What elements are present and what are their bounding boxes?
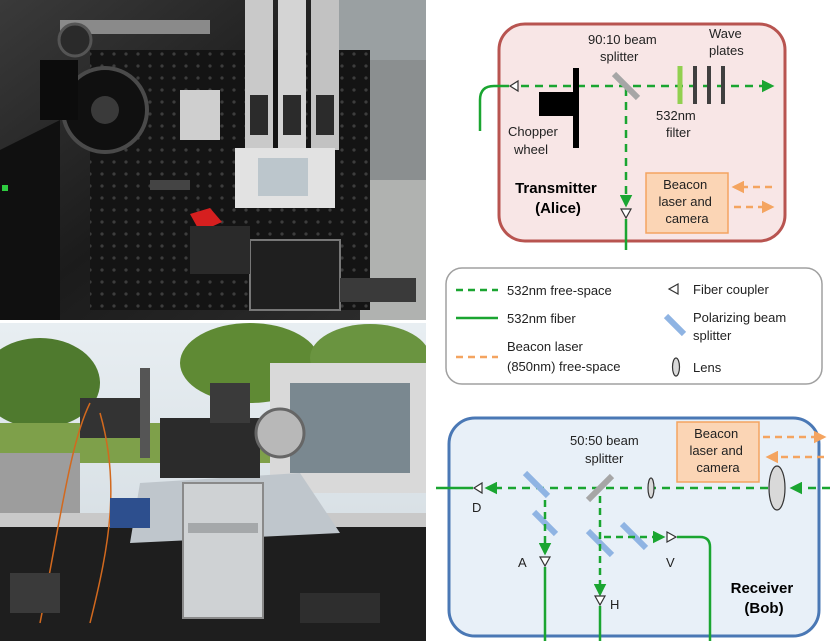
legend-lens-icon (671, 357, 681, 377)
port-v-label: V (666, 555, 675, 570)
legend-fiber-label: 532nm fiber (507, 311, 576, 326)
receiver-photo (0, 323, 426, 641)
coupler-d-icon (472, 481, 483, 495)
transmitter-splitter-label: 90:10 beam splitter (588, 32, 660, 64)
legend-lens-label: Lens (693, 360, 722, 375)
receiver-telescope-lens-icon (768, 465, 786, 511)
legend-coupler-label: Fiber coupler (693, 282, 770, 297)
legend-box (445, 267, 823, 385)
receiver-splitter-label: 50:50 beam splitter (570, 433, 642, 466)
transmitter-panel: 90:10 beam splitter Wave plates 532nm fi… (478, 22, 787, 250)
receiver-small-lens-icon (647, 477, 655, 499)
receiver-panel: 50:50 beam splitter Beacon laser and cam… (436, 416, 830, 641)
waveplates-label: Wave plates (709, 26, 745, 58)
transmitter-title: Transmitter (Alice) (515, 180, 601, 217)
receiver-photo-art (0, 323, 426, 641)
transmitter-beacon-label: Beacon laser and camera (658, 177, 715, 226)
tap-fiber-coupler-icon (619, 208, 633, 220)
fiber-coupler-icon (508, 79, 519, 93)
coupler-v-icon (666, 530, 678, 544)
pbs-3 (585, 528, 615, 558)
legend-beacon-label: Beacon laser (850nm) free-space (507, 339, 620, 374)
receiver-title: Receiver (Bob) (731, 580, 798, 617)
beam-splitter-50-50 (585, 473, 615, 503)
legend-free-space-label: 532nm free-space (507, 283, 612, 298)
chopper-label: Chopper wheel (508, 124, 562, 157)
chopper-wheel-blade (573, 68, 579, 148)
coupler-h-icon (593, 595, 607, 607)
port-d-label: D (472, 500, 481, 515)
transmitter-beacon-box (645, 172, 729, 234)
pbs-1 (522, 470, 551, 499)
transmitter-photo (0, 0, 426, 320)
fiber-v (677, 535, 712, 641)
receiver-beacon-label: Beacon laser and camera (689, 426, 746, 475)
legend-pbs-icon (663, 313, 687, 337)
legend: 532nm free-space 532nm fiber Beacon lase… (445, 267, 823, 385)
port-h-label: H (610, 597, 619, 612)
chopper-wheel-hub (539, 92, 573, 116)
receiver-beacon-box (676, 421, 760, 483)
port-a-label: A (518, 555, 527, 570)
filter-label: 532nm filter (656, 108, 699, 140)
input-fiber (478, 84, 509, 131)
beam-splitter-90-10 (611, 71, 641, 101)
coupler-a-icon (538, 556, 552, 568)
transmitter-photo-art (0, 0, 426, 320)
legend-fiber-coupler-icon (667, 282, 679, 296)
pbs-2 (531, 509, 559, 537)
legend-pbs-label: Polarizing beam splitter (693, 310, 790, 343)
